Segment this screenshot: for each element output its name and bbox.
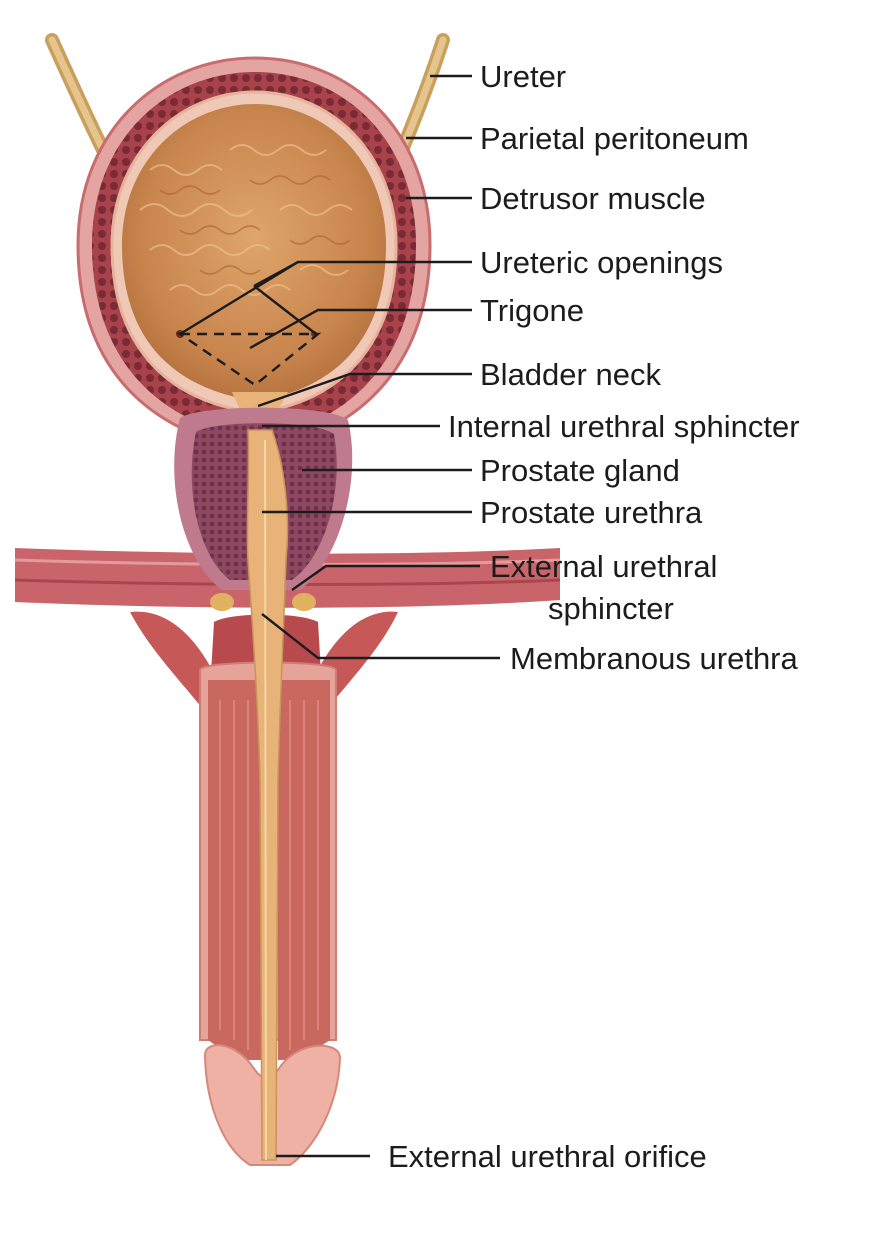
external-sphincter-right [292, 593, 316, 611]
label-prostate-urethra: Prostate urethra [480, 495, 703, 530]
label-external-urethral-orifice: External urethral orifice [388, 1139, 707, 1174]
urethra [210, 429, 316, 1161]
label-membranous-urethra: Membranous urethra [510, 641, 799, 676]
labels: Ureter Parietal peritoneum Detrusor musc… [388, 59, 800, 1174]
label-parietal-peritoneum: Parietal peritoneum [480, 121, 749, 156]
trigone-outline [176, 332, 322, 387]
label-bladder-neck: Bladder neck [480, 357, 661, 392]
label-trigone: Trigone [480, 293, 584, 328]
bladder-lumen [122, 104, 386, 400]
label-ureteric-openings: Ureteric openings [480, 245, 723, 280]
label-external-urethral-sphincter-line2: sphincter [548, 591, 674, 626]
label-prostate-gland: Prostate gland [480, 453, 680, 488]
urinary-bladder [76, 56, 432, 452]
label-ureter: Ureter [480, 59, 566, 94]
leader-lines [179, 74, 500, 1158]
label-external-urethral-sphincter-line1: External urethral [490, 549, 717, 584]
label-detrusor-muscle: Detrusor muscle [480, 181, 706, 216]
external-sphincter-left [210, 593, 234, 611]
label-internal-urethral-sphincter: Internal urethral sphincter [448, 409, 800, 444]
